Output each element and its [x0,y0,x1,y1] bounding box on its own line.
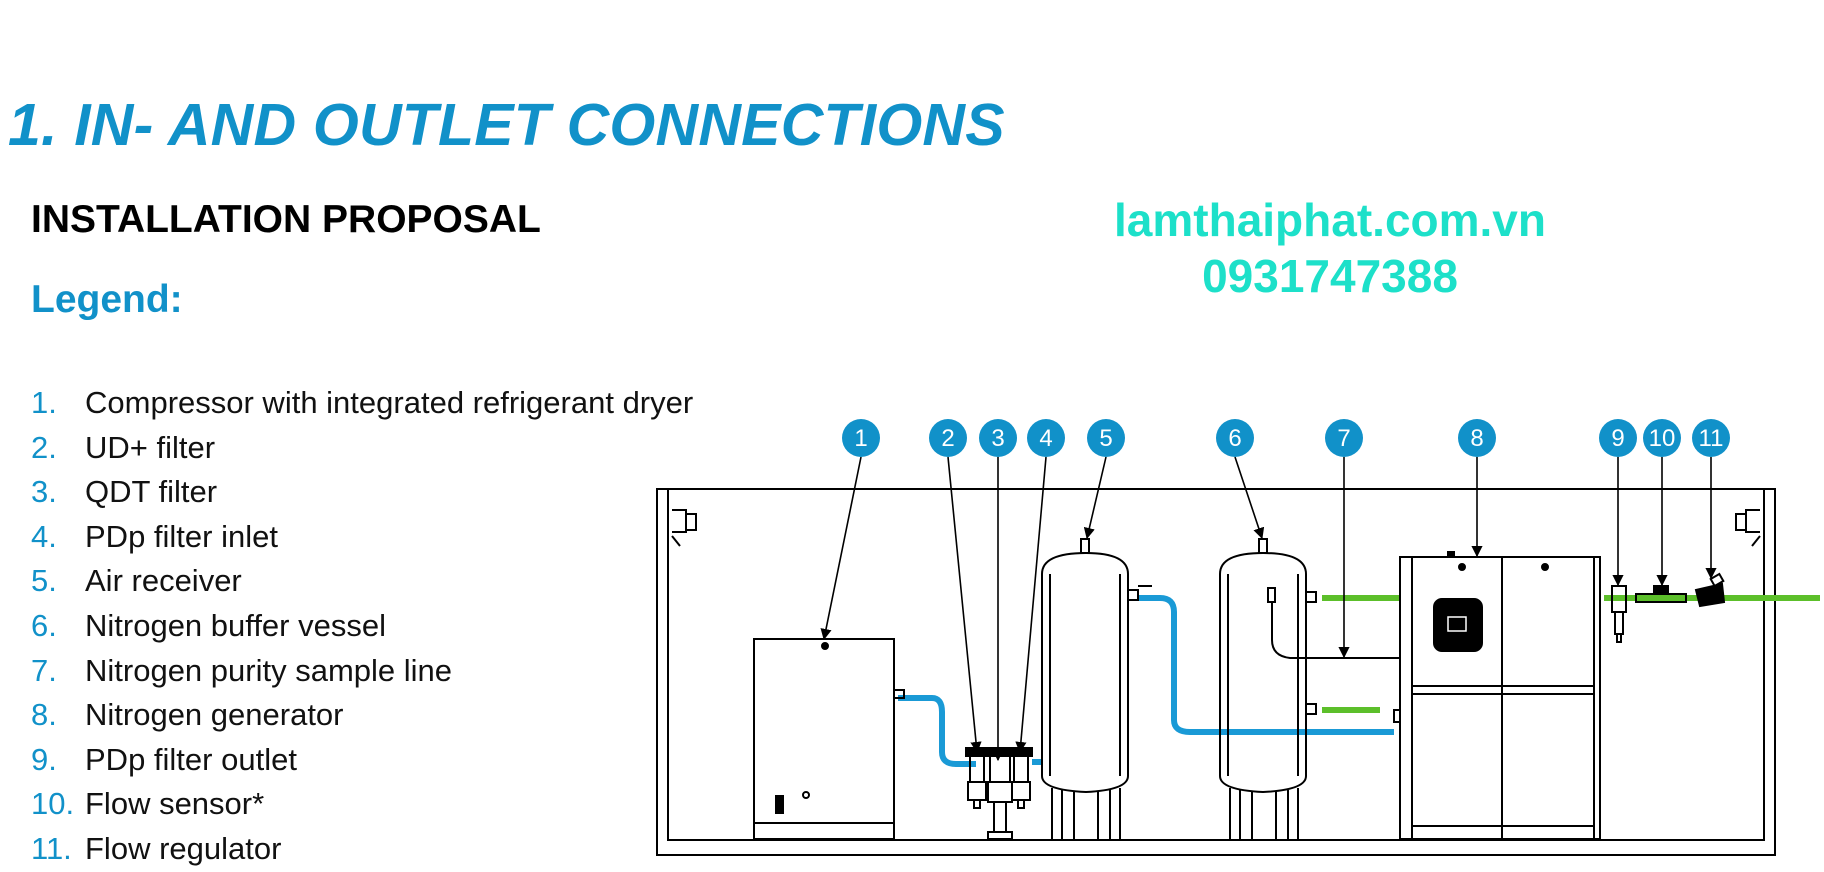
legend-item-label: Air receiver [85,563,242,599]
callout-marker: 5 [1087,419,1125,457]
callout-marker: 8 [1458,419,1496,457]
legend-item-label: Flow sensor* [85,786,265,822]
legend-item: 1. Compressor with integrated refrigerant… [31,381,693,426]
legend-item-number: 1. [31,385,57,420]
legend-item-number: 7. [31,652,57,688]
callout-number: 7 [1337,425,1350,452]
callout-number: 8 [1470,425,1483,452]
section-heading: INSTALLATION PROPOSAL [31,198,541,241]
callout-marker: 1 [842,419,880,457]
legend-item: 6. Nitrogen buffer vessel [31,604,693,649]
legend-item-label: Nitrogen purity sample line [85,652,453,688]
legend-list: 1. Compressor with integrated refrigerant… [31,381,693,872]
legend-item-label: Nitrogen generator [85,697,344,733]
callout-number: 2 [941,425,954,452]
callout-marker: 2 [929,419,967,457]
air-receiver-tank [1041,538,1152,839]
legend-item-number: 6. [31,607,57,643]
callout-number: 9 [1611,425,1624,452]
legend-item-number: 9. [31,741,57,777]
legend-item: 3. QDT filter [31,470,693,515]
legend-item-number: 11. [31,830,72,866]
air-pipe [898,595,1394,767]
legend-item-number: 2. [31,429,57,465]
callout-marker: 3 [979,419,1017,457]
legend-heading: Legend: [31,278,183,321]
legend-item: 7. Nitrogen purity sample line [31,649,693,694]
callout-marker: 10 [1643,419,1681,457]
legend-item-number: 5. [31,563,57,599]
legend-item-label: Nitrogen buffer vessel [85,607,386,643]
outlet-filter [1611,585,1627,643]
watermark-phone: 0931747388 [1202,250,1458,302]
container-bracket-left [671,509,697,547]
legend-item: 8. Nitrogen generator [31,693,693,738]
legend-item-number: 8. [31,697,57,733]
watermark-website: lamthaiphat.com.vn [1114,194,1546,246]
legend-item-number: 10. [31,786,75,822]
callout-number: 6 [1228,425,1241,452]
legend-item: 9. PDp filter outlet [31,738,693,783]
watermark: lamthaiphat.com.vn 0931747388 [1030,192,1630,304]
container-bracket-right [1735,509,1761,547]
legend-item: 4. PDp filter inlet [31,515,693,560]
callout-number: 4 [1039,425,1052,452]
page-title: 1. IN- AND OUTLET CONNECTIONS [8,92,1005,158]
callout-number: 10 [1649,425,1676,452]
legend-item-label: PDp filter outlet [85,741,297,777]
callout-marker: 9 [1599,419,1637,457]
nitrogen-generator [1393,551,1601,840]
legend-item-label: Flow regulator [85,830,282,866]
legend-item-number: 4. [31,518,57,554]
callout-marker: 7 [1325,419,1363,457]
legend-item: 2. UD+ filter [31,426,693,471]
callout-marker: 11 [1692,419,1730,457]
compressor-unit [753,638,905,840]
callout-number: 1 [854,425,867,452]
legend-item-label: QDT filter [85,474,218,510]
nitrogen-buffer-vessel [1219,538,1317,839]
legend-item-number: 3. [31,474,57,510]
legend-item: 5. Air receiver [31,559,693,604]
legend-item: 11. Flow regulator [31,827,693,872]
purity-sample-line [1271,602,1400,659]
callout-number: 3 [991,425,1004,452]
callout-marker: 6 [1216,419,1254,457]
legend-item: 10. Flow sensor* [31,782,693,827]
callout-marker: 4 [1027,419,1065,457]
legend-item-label: PDp filter inlet [85,518,278,554]
legend-item-label: UD+ filter [85,429,216,465]
flow-regulator [1694,572,1726,608]
container-outline [656,488,1776,856]
callout-number: 5 [1099,425,1112,452]
legend-item-label: Compressor with integrated refrigerant d… [85,385,694,420]
callout-arrows [820,456,1717,762]
callout-number: 11 [1699,425,1724,452]
